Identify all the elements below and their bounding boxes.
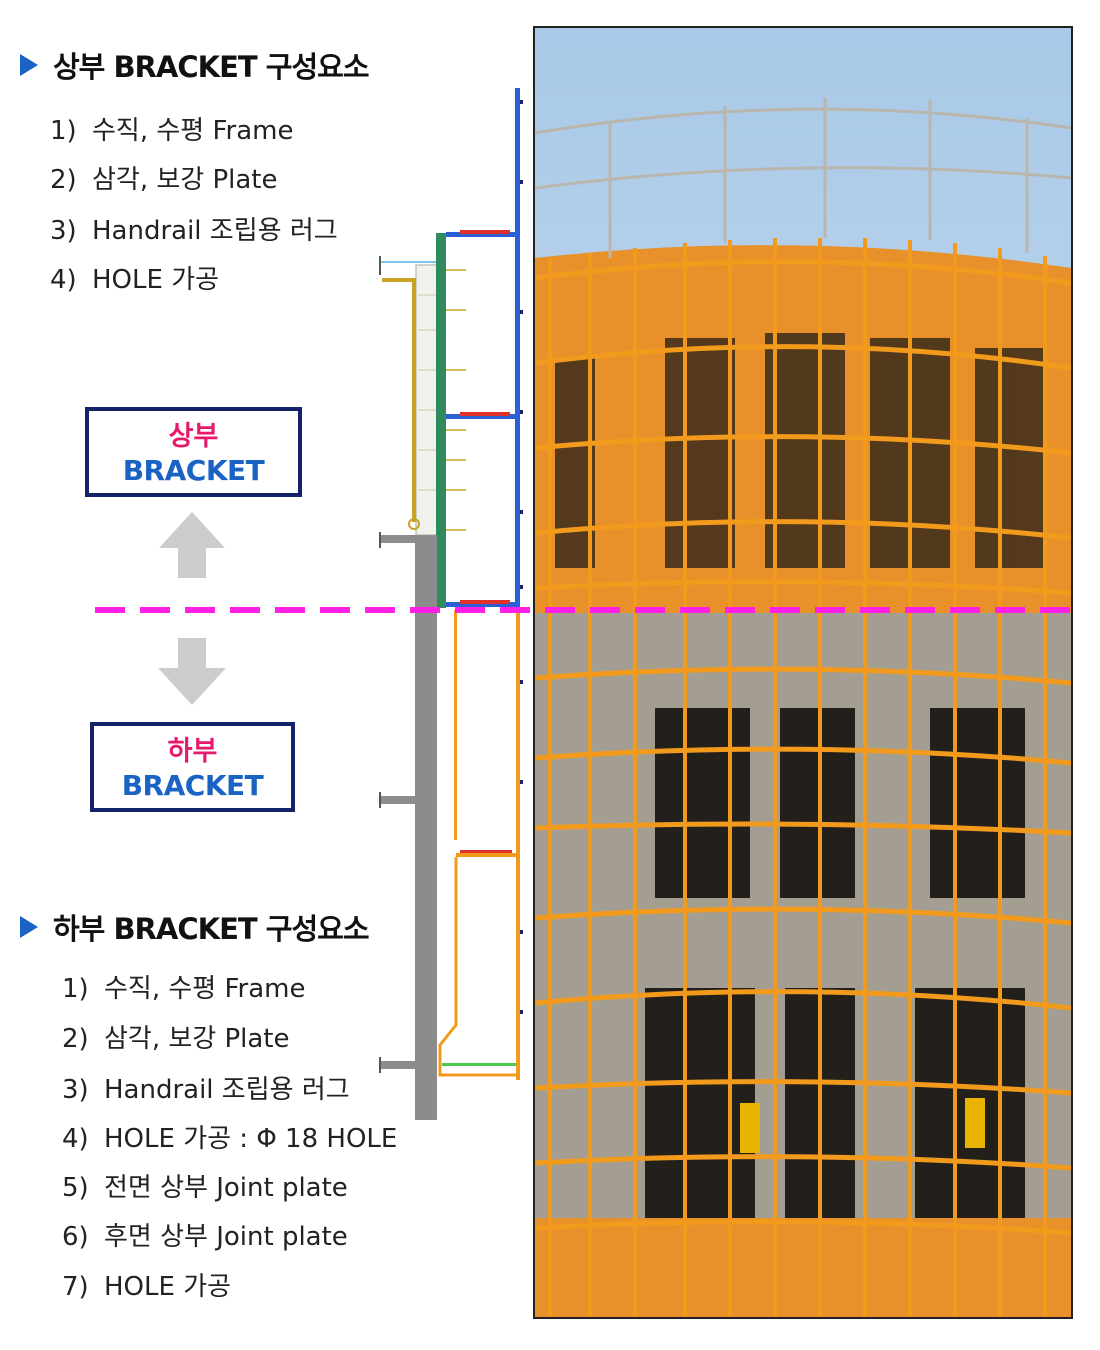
lower-component-list: 1)수직, 수평 Frame 2)삼각, 보강 Plate 3)Handrail… bbox=[62, 968, 397, 1315]
lower-section-heading: 하부 BRACKET 구성요소 bbox=[20, 906, 369, 948]
upper-section-heading: 상부 BRACKET 구성요소 bbox=[20, 44, 369, 86]
direction-arrows bbox=[158, 512, 226, 705]
arrow-up-icon bbox=[159, 512, 225, 578]
list-item: 3)Handrail 조립용 러그 bbox=[50, 216, 338, 246]
list-item: 1)수직, 수평 Frame bbox=[50, 116, 294, 146]
bracket-cross-section-drawing bbox=[379, 88, 523, 1120]
list-item: 5)전면 상부 Joint plate bbox=[62, 1173, 348, 1203]
upper-bracket-label: 상부 BRACKET bbox=[85, 407, 302, 497]
triangle-bullet-icon bbox=[20, 54, 38, 76]
list-item: 6)후면 상부 Joint plate bbox=[62, 1222, 348, 1252]
list-item: 1)수직, 수평 Frame bbox=[62, 974, 306, 1004]
triangle-bullet-icon bbox=[20, 916, 38, 938]
list-item: 4)HOLE 가공 bbox=[50, 265, 220, 295]
list-item: 4)HOLE 가공 : Φ 18 HOLE bbox=[62, 1124, 398, 1154]
list-item: 2)삼각, 보강 Plate bbox=[50, 165, 278, 195]
list-item: 7)HOLE 가공 bbox=[62, 1272, 232, 1302]
list-item: 3)Handrail 조립용 러그 bbox=[62, 1075, 350, 1105]
lower-bracket-label: 하부 BRACKET bbox=[90, 722, 295, 812]
arrow-down-icon bbox=[158, 638, 226, 705]
upper-component-list: 1)수직, 수평 Frame 2)삼각, 보강 Plate 3)Handrail… bbox=[50, 110, 338, 308]
list-item: 2)삼각, 보강 Plate bbox=[62, 1024, 290, 1054]
construction-photo bbox=[533, 26, 1073, 1319]
scaffold-photo-illustration bbox=[535, 28, 1071, 1317]
bracket-divider-line bbox=[95, 607, 1075, 613]
